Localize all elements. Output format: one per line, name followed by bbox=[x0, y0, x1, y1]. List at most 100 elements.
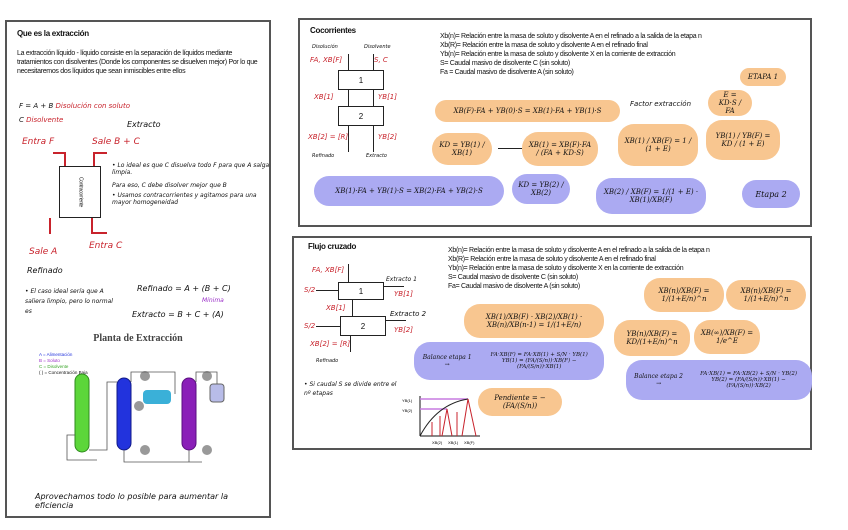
extracto-label: Extracto bbox=[127, 120, 161, 129]
stage-1-box: 1 bbox=[338, 282, 384, 300]
extracto-2-label: Extracto 2 bbox=[390, 310, 427, 318]
refinado-equation: Refinado = A + (B + C) bbox=[137, 284, 231, 293]
balance-2-block: Balance etapa 2 → FA·XB(1) = FA·XB(2) + … bbox=[626, 360, 812, 400]
ideal-case-note: • El caso ideal sería que A saliera limp… bbox=[25, 288, 113, 315]
intro-paragraph: La extracción líquido - líquido consiste… bbox=[17, 50, 258, 75]
extracto-1-label: Extracto 1 bbox=[386, 276, 417, 283]
def-c: C Disolvente bbox=[19, 116, 63, 124]
def-f: F = A + B Disolución con soluto bbox=[19, 102, 130, 110]
def-f-lhs: F = A + B bbox=[19, 102, 54, 110]
ratio-x2-equation: XB(2) / XB(F) = 1/(1 + E) · XB(1)/XB(F) bbox=[596, 178, 706, 214]
extracto-label: Extracto bbox=[366, 153, 387, 159]
refinado-label: Refinado bbox=[312, 153, 335, 159]
eq-xn-2: XB(n)/XB(F) = 1/(1+E/n)^n bbox=[726, 280, 806, 310]
sale-bc-label: Sale B + C bbox=[92, 137, 140, 147]
section-title: Que es la extracción bbox=[17, 29, 89, 38]
refinado-label: Refinado bbox=[27, 266, 63, 275]
graph-x-label-1: XB(2) bbox=[432, 440, 443, 445]
balance-2-equations: FA·XB(1) = FA·XB(2) + S/N · YB(2) YB(2) … bbox=[691, 371, 806, 389]
factor-equation: E = KD·S / FA bbox=[708, 90, 752, 116]
note-1: • Lo ideal es que C disuelva todo F para… bbox=[112, 162, 270, 176]
entra-f-label: Entra F bbox=[22, 137, 55, 147]
yb1-label: YB[1] bbox=[394, 290, 413, 298]
legend-a: A = Alimentación bbox=[39, 352, 73, 357]
cruzado-title: Flujo cruzado bbox=[308, 242, 357, 251]
xb1-equation: XB(1) = XB(F)·FA / (FA + KD·S) bbox=[522, 132, 598, 166]
graph-x-label-3: XB(F) bbox=[464, 440, 475, 445]
def-xbn: Xb(n)= Relación entre la masa de soluto … bbox=[448, 247, 710, 254]
graph-y-label-2: YB(2) bbox=[402, 408, 413, 413]
eq-infinite: XB(∞)/XB(F) = 1/e^E bbox=[694, 320, 760, 354]
eq-xn: XB(n)/XB(F) = 1/(1+E/n)^n bbox=[644, 278, 724, 312]
def-s: S= Caudal masivo de disolvente C (sin so… bbox=[448, 274, 578, 281]
feed-label: FA, XB[F] bbox=[312, 266, 345, 274]
legend-low: ( ) = Concentración Baja bbox=[39, 370, 88, 375]
stage-graph: YB(1) YB(2) XB(2) XB(1) XB(F) bbox=[402, 396, 480, 445]
column-label: Contracorriente bbox=[77, 177, 84, 207]
eq-chain: XB(1)/XB(F) · XB(2)/XB(1) · XB(n)/XB(n-1… bbox=[464, 304, 604, 338]
definitions: Xb(n)= Relación entre la masa de soluto … bbox=[448, 246, 710, 291]
plant-legend: A = Alimentación B = Soluto C = Disolven… bbox=[39, 352, 88, 376]
plant-title: Planta de Extracción bbox=[93, 333, 183, 344]
balance-1-eq-a: FA·XB(F) = FA·XB(1) + S/N · YB(1) bbox=[490, 352, 588, 358]
extraction-plant-diagram bbox=[66, 371, 225, 463]
cruzado-panel: Flujo cruzado FA, XB[F] S/2 1 Extracto 1… bbox=[292, 236, 812, 450]
def-ybn: Yb(n)= Relación entre la masa de soluto … bbox=[440, 51, 676, 58]
entra-c-label: Entra C bbox=[89, 241, 123, 251]
pendiente-equation: Pendiente = −(FA/(S/n)) bbox=[478, 388, 562, 416]
stage-2-box: 2 bbox=[340, 316, 386, 336]
graph-x-label-2: XB(1) bbox=[448, 440, 459, 445]
ratio-y1-equation: YB(1) / YB(F) = KD / (1 + E) bbox=[706, 120, 780, 160]
balance-2-label: Balance etapa 2 → bbox=[634, 373, 684, 387]
def-xbr: Xb(R)= Relación entre la masa de soluto … bbox=[448, 256, 656, 263]
yb2-label: YB[2] bbox=[378, 133, 397, 141]
extraction-column: Contracorriente bbox=[59, 166, 101, 218]
xb1-label: XB[1] bbox=[326, 304, 346, 312]
s-n-1-label: S/2 bbox=[304, 286, 316, 294]
cocorriente-title: Cocorrientes bbox=[310, 26, 356, 35]
extracto-equation: Extracto = B + C + (A) bbox=[132, 310, 224, 319]
disolvente-label: Disolvente bbox=[364, 44, 391, 50]
xb2-label: XB[2] = [R] bbox=[310, 340, 351, 348]
xb2-label: XB[2] = [R] bbox=[308, 133, 349, 141]
def-f-rhs: Disolución con soluto bbox=[55, 102, 130, 110]
balance-1-equation: XB(F)·FA + YB(0)·S = XB(1)·FA + YB(1)·S bbox=[435, 100, 620, 122]
legend-c: C = Disolvente bbox=[39, 364, 69, 369]
stage-2-box: 2 bbox=[338, 106, 384, 126]
legend-b: B = Soluto bbox=[39, 358, 60, 363]
balance-2-equation: XB(1)·FA + YB(1)·S = XB(2)·FA + YB(2)·S bbox=[314, 176, 504, 206]
note-2: Para eso, C debe disolver mejor que B bbox=[112, 182, 227, 189]
division-note: • Si caudal S se divide entre el nº etap… bbox=[304, 381, 397, 397]
balance-1-block: Balance etapa 1 → FA·XB(F) = FA·XB(1) + … bbox=[414, 342, 604, 380]
def-fa: Fa = Caudal masivo de disolvente A (sin … bbox=[440, 69, 574, 76]
yb2-label: YB[2] bbox=[394, 326, 413, 334]
ratio-x1-equation: XB(1) / XB(F) = 1 / (1 + E) bbox=[618, 124, 698, 166]
etapa-1-badge: ETAPA 1 bbox=[740, 68, 786, 86]
stage-1-box: 1 bbox=[338, 70, 384, 90]
feed-label: FA, XB[F] bbox=[310, 56, 343, 64]
balance-1-equations: FA·XB(F) = FA·XB(1) + S/N · YB(1) YB(1) … bbox=[480, 352, 598, 370]
xb1-label: XB[1] bbox=[314, 93, 334, 101]
yb1-label: YB[1] bbox=[378, 93, 397, 101]
def-fa: Fa= Caudal masivo de disolvente A (sin s… bbox=[448, 283, 580, 290]
balance-1-label: Balance etapa 1 → bbox=[422, 354, 472, 368]
note-3: • Usamos contracorrientes y agitamos par… bbox=[112, 192, 257, 206]
left-panel-extraction: Que es la extracción La extracción líqui… bbox=[5, 20, 271, 518]
balance-2-eq-a: FA·XB(1) = FA·XB(2) + S/N · YB(2) bbox=[700, 371, 798, 377]
s-n-2-label: S/2 bbox=[304, 322, 316, 330]
balance-1-eq-b: YB(1) = (FA/(S/n))·XB(F) − (FA/(S/n))·XB… bbox=[501, 358, 577, 370]
cocorriente-panel: Cocorrientes Disolución Disolvente FA, X… bbox=[298, 18, 812, 227]
kd-2-equation: KD = YB(2) / XB(2) bbox=[512, 174, 570, 204]
kd-1-equation: KD = YB(1) / XB(1) bbox=[432, 133, 492, 165]
def-c-rhs: Disolvente bbox=[26, 116, 64, 124]
minima-label: Mínima bbox=[202, 297, 224, 304]
factor-label: Factor extracción bbox=[630, 100, 692, 108]
def-ybn: Yb(n)= Relación entre la masa de soluto … bbox=[448, 265, 684, 272]
graph-y-label-1: YB(1) bbox=[402, 398, 413, 403]
definitions: Xb(n)= Relación entre la masa de soluto … bbox=[440, 32, 702, 77]
def-c-lhs: C bbox=[19, 116, 24, 124]
eq-yn: YB(n)/XB(F) = KD/(1+E/n)^n bbox=[614, 320, 690, 356]
sale-a-label: Sale A bbox=[29, 247, 58, 257]
def-xbr: Xb(R)= Relación entre la masa de soluto … bbox=[440, 42, 648, 49]
refinado-label: Refinado bbox=[316, 358, 339, 364]
